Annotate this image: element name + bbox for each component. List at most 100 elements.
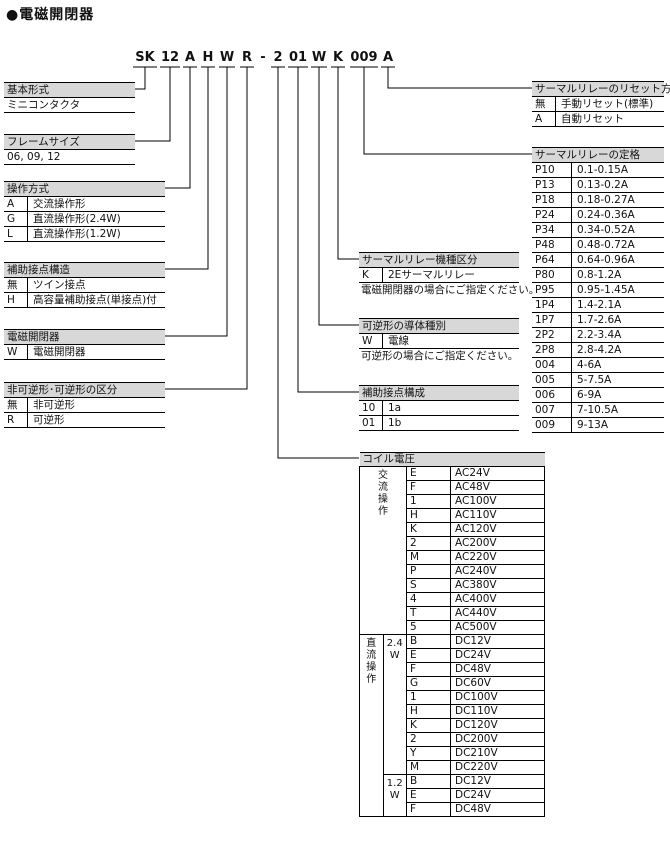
dc-24w-label: 2.4 W <box>382 634 407 775</box>
code-aux-structure: H <box>202 50 214 65</box>
coil-voltage: AC400V <box>450 592 545 607</box>
coil-voltage: AC440V <box>450 606 545 621</box>
code-thermal-type: K <box>332 50 344 65</box>
coil-voltage: DC120V <box>450 718 545 733</box>
rating-range: 6-9A <box>577 389 602 401</box>
dc-12w-label: 1.2 W <box>382 774 407 817</box>
coil-voltage: AC48V <box>450 480 545 495</box>
rating-code: P13 <box>532 178 572 192</box>
code-reset: A <box>382 50 394 65</box>
coil-voltage: AC24V <box>450 466 545 481</box>
rating-code: P64 <box>532 253 572 267</box>
rating-range: 0.64-0.96A <box>577 254 635 266</box>
aux-config-header: 補助接点構成 <box>359 385 519 401</box>
coil-voltage: DC12V <box>450 774 545 789</box>
conductor-header: 可逆形の導体種別 <box>359 318 519 334</box>
rating-code: P34 <box>532 223 572 237</box>
rating-range: 0.1-0.15A <box>577 164 629 176</box>
rating-code: P10 <box>532 163 572 177</box>
thermal-type-note: 電磁開閉器の場合にご指定ください。 <box>361 284 540 296</box>
coil-voltage: AC100V <box>450 494 545 509</box>
rating-code: 1P7 <box>532 313 572 327</box>
coil-code: S <box>406 578 451 593</box>
coil-voltage: DC110V <box>450 704 545 719</box>
coil-code: E <box>406 788 451 803</box>
coil-voltage: AC500V <box>450 620 545 635</box>
coil-code: B <box>406 774 451 789</box>
coil-voltage: AC200V <box>450 536 545 551</box>
code-dash: - <box>260 50 266 65</box>
rating-code: P95 <box>532 283 572 297</box>
rating-code: P18 <box>532 193 572 207</box>
rating-range: 0.18-0.27A <box>577 194 635 206</box>
basic-type-value: ミニコンタクタ <box>4 98 135 113</box>
table-row: 無非可逆形 <box>4 398 165 413</box>
coil-code: E <box>406 648 451 663</box>
coil-voltage-header-row: コイル電圧 <box>359 452 545 467</box>
dc-group-label: 直 流 操 作 <box>359 634 384 817</box>
coil-voltage: AC240V <box>450 564 545 579</box>
frame-size-value: 06, 09, 12 <box>4 150 135 165</box>
coil-code: E <box>406 466 451 481</box>
rating-code: P24 <box>532 208 572 222</box>
coil-code: 2 <box>406 732 451 747</box>
coil-voltage: AC220V <box>450 550 545 565</box>
rating-range: 5-7.5A <box>577 374 612 386</box>
rating-code: 2P2 <box>532 328 572 342</box>
coil-code: 4 <box>406 592 451 607</box>
page-title: ●電磁開閉器 <box>6 7 95 23</box>
frame-size-header: フレームサイズ <box>4 134 135 150</box>
coil-code: M <box>406 760 451 775</box>
coil-voltage-header: コイル電圧 <box>359 452 545 467</box>
coil-code: T <box>406 606 451 621</box>
rating-range: 7-10.5A <box>577 404 619 416</box>
thermal-type-header: サーマルリレー機種区分 <box>359 252 519 268</box>
reversible-header: 非可逆形･可逆形の区分 <box>4 382 165 398</box>
rating-range: 4-6A <box>577 359 602 371</box>
code-operation: A <box>184 50 196 65</box>
coil-voltage: AC380V <box>450 578 545 593</box>
coil-code: K <box>406 522 451 537</box>
coil-code: 1 <box>406 494 451 509</box>
aux-structure-header: 補助接点構造 <box>4 262 165 278</box>
coil-code: P <box>406 564 451 579</box>
coil-code: H <box>406 508 451 523</box>
code-frame: 12 <box>160 50 180 65</box>
table-row: P10 0.1-0.15A <box>532 163 664 178</box>
rating-code: 2P8 <box>532 343 572 357</box>
operation-header: 操作方式 <box>4 181 165 197</box>
coil-voltage: DC48V <box>450 662 545 677</box>
rating-range: 0.48-0.72A <box>577 239 635 251</box>
